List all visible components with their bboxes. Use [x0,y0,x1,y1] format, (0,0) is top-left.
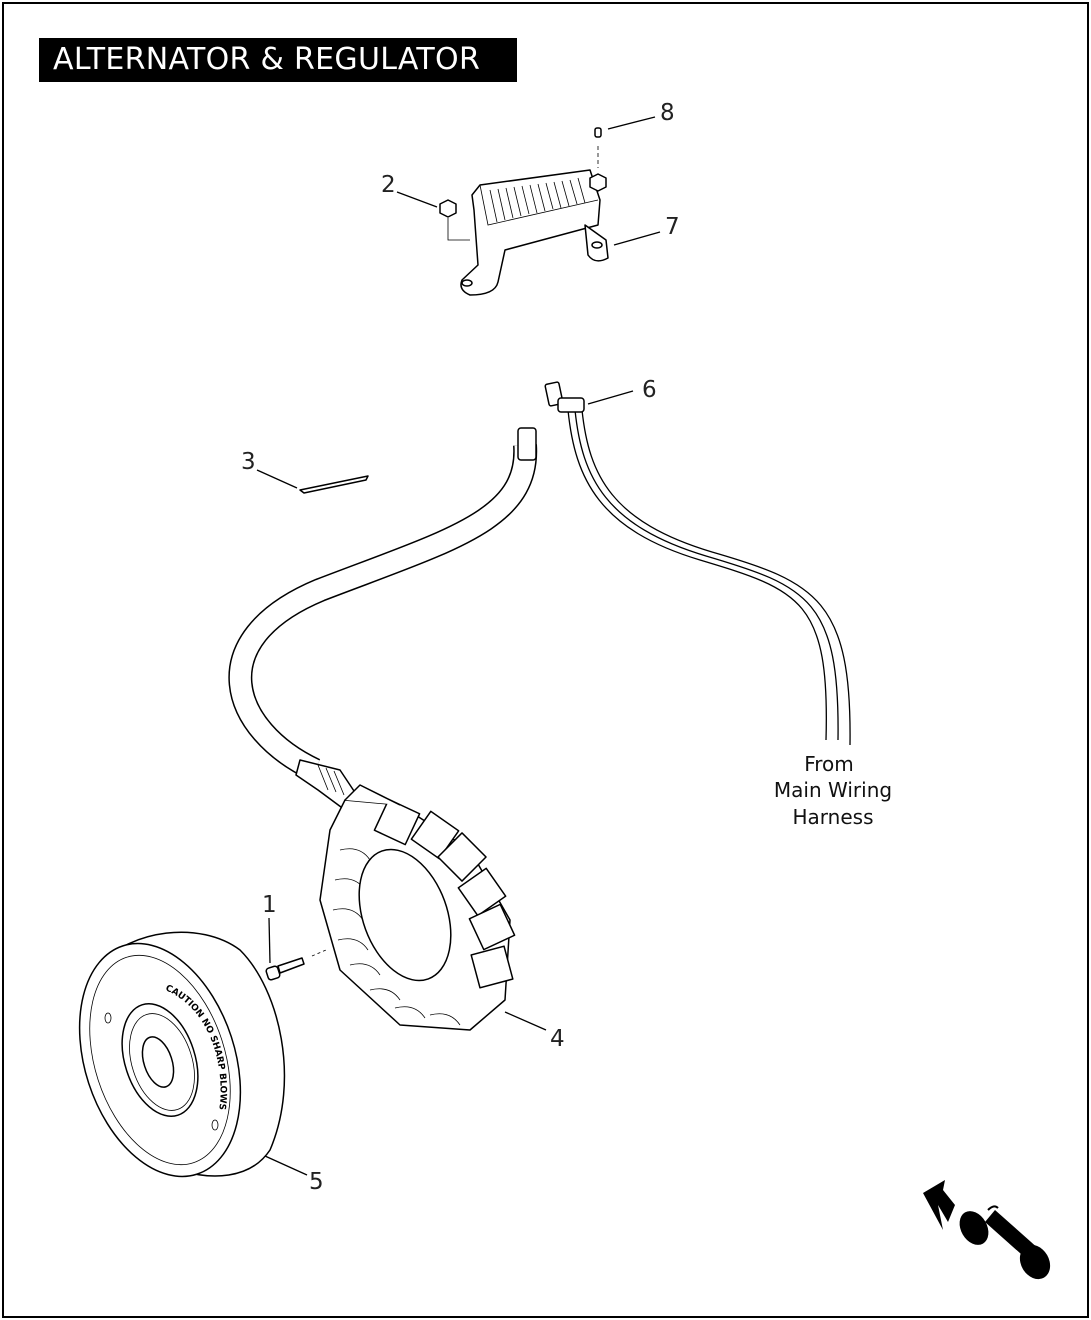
callout-3: 3 [241,449,256,475]
harness-note-line3: Harness [793,805,874,829]
leader-lines [256,116,661,1176]
cable-strap-3 [299,475,369,494]
callout-1: 1 [262,892,277,918]
callout-6: 6 [642,377,657,403]
harness-note-line1: From [804,752,854,776]
nut-7 [589,173,607,192]
regulator-harness [544,381,851,746]
callout-5: 5 [309,1169,324,1195]
front-arrow-motorcycle-icon [923,1180,1051,1280]
screw-1 [265,949,327,981]
stator-cable [228,427,538,811]
rotor-5: CAUTION NO SHARP BLOWS [78,931,286,1178]
callout-2: 2 [381,172,396,198]
voltage-regulator [447,169,609,296]
stator-4 [319,784,516,1031]
callout-8: 8 [660,100,675,126]
callout-4: 4 [550,1026,565,1052]
page-title: ALTERNATOR & REGULATOR [39,38,517,82]
harness-note-line2: Main Wiring [774,778,892,802]
nut-2 [439,199,457,218]
cap-8 [594,127,602,168]
callout-7: 7 [665,214,680,240]
